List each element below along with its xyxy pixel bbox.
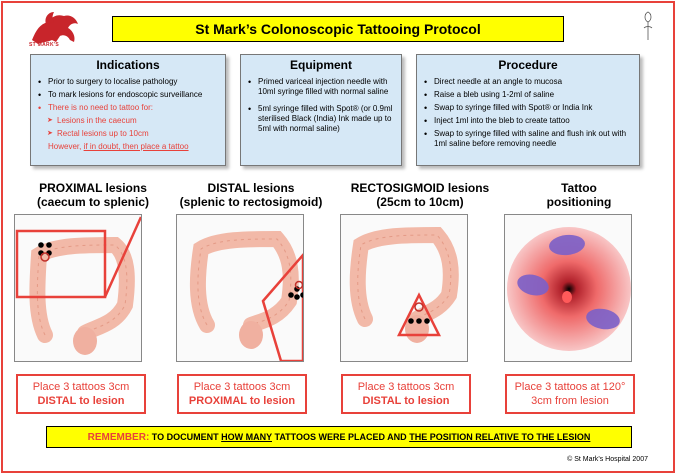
logo-wordmark: ST MARK'S — [29, 42, 59, 48]
note-proximal: Place 3 tattoos 3cm DISTAL to lesion — [16, 374, 146, 414]
procedure-step: Swap to syringe filled with Spot® or Ind… — [423, 103, 633, 113]
rectosigmoid-colon-diagram — [340, 214, 468, 362]
note-line: Place 3 tattoos 3cm — [357, 381, 455, 393]
col-head-proximal: PROXIMAL lesions (caecum to splenic) — [18, 181, 168, 209]
distal-colon-diagram — [176, 214, 304, 362]
procedure-step: Direct needle at an angle to mucosa — [423, 77, 633, 87]
crest-icon — [643, 11, 653, 40]
col-head-sub: positioning — [546, 195, 612, 209]
remember-text: TATTOOS WERE PLACED AND — [274, 432, 407, 442]
col-head-positioning: Tattoo positioning — [504, 181, 654, 209]
remember-how-many: HOW MANY — [221, 432, 272, 442]
copyright: © St Mark’s Hospital 2007 — [567, 456, 648, 463]
note-emphasis: DISTAL to lesion — [37, 395, 125, 407]
equipment-heading: Equipment — [290, 58, 352, 72]
note-rectosigmoid: Place 3 tattoos 3cm DISTAL to lesion — [341, 374, 471, 414]
procedure-step: Inject 1ml into the bleb to create tatto… — [423, 116, 633, 126]
indication-subitem: Lesions in the caecum — [37, 116, 219, 126]
however-text: However, — [48, 142, 82, 151]
col-head-rectosigmoid: RECTOSIGMOID lesions (25cm to 10cm) — [340, 181, 500, 209]
note-positioning: Place 3 tattoos at 120° 3cm from lesion — [505, 374, 635, 414]
note-line: Place 3 tattoos at 120° — [514, 381, 626, 393]
equipment-item: Primed variceal injection needle with 10… — [247, 77, 395, 97]
remember-label: REMEMBER: — [87, 432, 150, 443]
col-head-distal: DISTAL lesions (splenic to rectosigmoid) — [176, 181, 326, 209]
note-distal: Place 3 tattoos 3cm PROXIMAL to lesion — [177, 374, 307, 414]
st-marks-lion-logo — [32, 12, 78, 44]
note-emphasis: PROXIMAL to lesion — [188, 395, 296, 407]
col-head-sub: (splenic to rectosigmoid) — [179, 195, 323, 209]
tattoo-positioning-diagram — [504, 214, 632, 362]
remember-banner: REMEMBER: TO DOCUMENT HOW MANY TATTOOS W… — [46, 426, 632, 448]
remember-text: TO DOCUMENT — [151, 432, 219, 442]
note-line: Place 3 tattoos 3cm — [193, 381, 291, 393]
col-head-title: PROXIMAL lesions — [39, 181, 147, 195]
col-head-sub: (caecum to splenic) — [36, 195, 150, 209]
doubt-text: if in doubt, then place a tattoo — [83, 142, 189, 151]
equipment-item: 5ml syringe filled with Spot® (or 0.9ml … — [247, 104, 395, 134]
indication-item: There is no need to tattoo for: — [37, 103, 219, 113]
procedure-box: Procedure Direct needle at an angle to m… — [416, 54, 640, 166]
indications-box: Indications Prior to surgery to localise… — [30, 54, 226, 166]
col-head-sub: (25cm to 10cm) — [376, 195, 464, 209]
procedure-step: Raise a bleb using 1-2ml of saline — [423, 90, 633, 100]
procedure-heading: Procedure — [498, 58, 558, 72]
remember-position: THE POSITION RELATIVE TO THE LESION — [409, 432, 591, 442]
equipment-box: Equipment Primed variceal injection need… — [240, 54, 402, 166]
doubt-note: However, if in doubt, then place a tatto… — [37, 142, 219, 152]
indication-item: To mark lesions for endoscopic surveilla… — [37, 90, 219, 100]
col-head-title: RECTOSIGMOID lesions — [350, 181, 490, 195]
indication-subitem: Rectal lesions up to 10cm — [37, 129, 219, 139]
col-head-title: DISTAL lesions — [207, 181, 295, 195]
indication-item: Prior to surgery to localise pathology — [37, 77, 219, 87]
note-line: 3cm from lesion — [531, 395, 609, 407]
col-head-title: Tattoo — [561, 181, 597, 195]
procedure-step: Swap to syringe filled with saline and f… — [423, 129, 633, 149]
page-title: St Mark’s Colonoscopic Tattooing Protoco… — [112, 16, 564, 42]
proximal-colon-diagram — [14, 214, 142, 362]
note-line: Place 3 tattoos 3cm — [32, 381, 130, 393]
indications-heading: Indications — [96, 58, 160, 72]
note-emphasis: DISTAL to lesion — [362, 395, 450, 407]
